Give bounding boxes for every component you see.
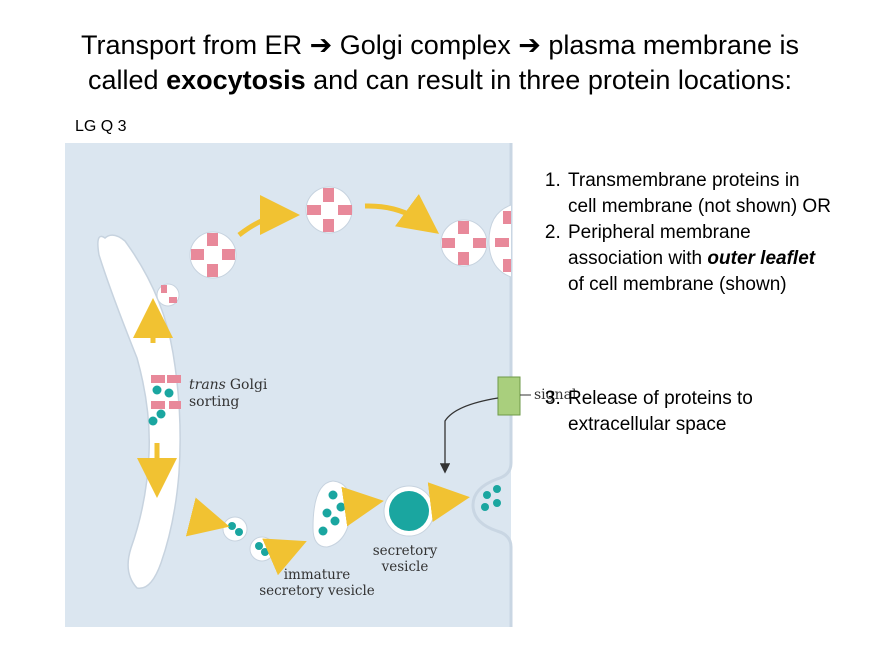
- label-golgi: Golgi: [230, 377, 268, 393]
- signal-receptor: [497, 376, 521, 416]
- vesicle-2: [305, 186, 353, 234]
- transport-arrows-bottom: [185, 482, 470, 576]
- plasma-membrane: [471, 143, 513, 627]
- list-item-2-text-a: Peripheral membrane association with: [568, 222, 751, 269]
- fusing-vesicle: [488, 204, 512, 278]
- list-item-2-emphasis: outer leaflet: [707, 248, 816, 269]
- label-immature-line2: secretory vesicle: [259, 583, 375, 599]
- title-line-1: Transport from ER ➔ Golgi complex ➔ plas…: [0, 28, 880, 63]
- list-item-1: Transmembrane proteins in cell membrane …: [566, 168, 832, 220]
- title-line-2-suffix: and can result in three protein location…: [305, 65, 792, 95]
- list-item-3-text: Release of proteins to extracellular spa…: [568, 388, 753, 435]
- label-trans: trans: [189, 377, 226, 393]
- label-immature-line1: immature: [284, 567, 351, 583]
- title-keyword-exocytosis: exocytosis: [166, 65, 306, 95]
- question-tag: LG Q 3: [75, 118, 127, 135]
- secretory-vesicle: [383, 485, 435, 537]
- list-item-1-text: Transmembrane proteins in cell membrane …: [568, 170, 831, 217]
- label-signal: signal: [534, 387, 577, 403]
- title-line-2-prefix: called: [88, 65, 167, 95]
- label-sorting: sorting: [189, 394, 239, 410]
- protein-locations-list: Transmembrane proteins in cell membrane …: [532, 168, 832, 438]
- slide-title: Transport from ER ➔ Golgi complex ➔ plas…: [0, 28, 880, 98]
- budding-vesicle: [156, 283, 180, 307]
- signal-arrow: [439, 397, 499, 474]
- golgi-teal-proteins: [148, 385, 174, 426]
- transport-arrows-top: [133, 194, 440, 498]
- list-item-3: Release of proteins to extracellular spa…: [566, 386, 832, 438]
- vesicle-1: [189, 231, 237, 279]
- title-line-2: called exocytosis and can result in thre…: [0, 63, 880, 98]
- vesicle-3: [440, 219, 488, 267]
- extracellular-space: [511, 143, 600, 627]
- released-proteins: [481, 485, 501, 511]
- title-line-1-text: Transport from ER ➔ Golgi complex ➔ plas…: [81, 30, 799, 60]
- list-item-2-text-b: of cell membrane (shown): [568, 274, 787, 295]
- label-secretory-line1: secretory: [373, 543, 438, 559]
- label-secretory-line2: vesicle: [381, 559, 429, 575]
- golgi-pink-proteins: [151, 375, 181, 409]
- list-item-2: Peripheral membrane association with out…: [566, 220, 832, 298]
